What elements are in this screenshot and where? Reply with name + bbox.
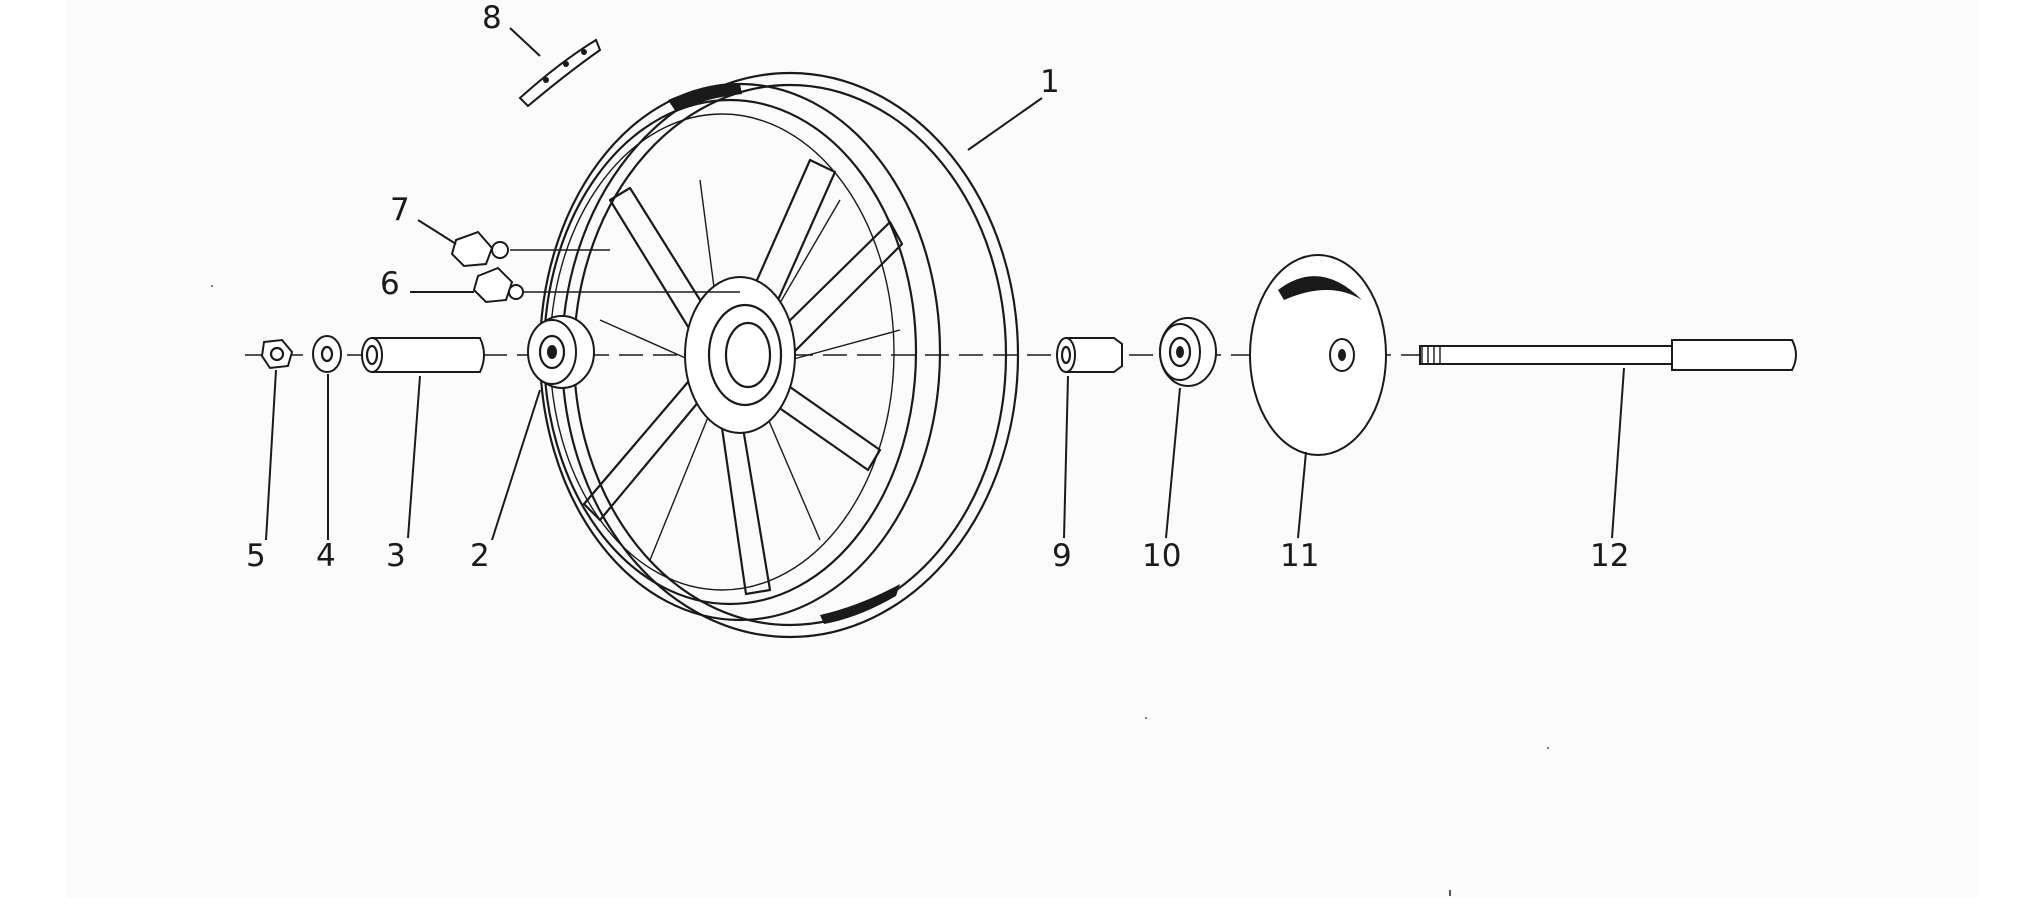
leader-11 <box>1297 451 1307 539</box>
callout-11: 11 <box>1280 538 1319 574</box>
part-3-spacer <box>361 337 485 373</box>
leader-7 <box>417 219 457 245</box>
callout-7: 7 <box>390 192 410 228</box>
left-margin <box>0 0 66 898</box>
part-6-valve <box>472 266 740 304</box>
leader-8 <box>509 27 541 57</box>
leader-5 <box>265 369 277 541</box>
part-4-washer <box>312 335 342 373</box>
scan-specks <box>211 285 1549 896</box>
part-8-balance-weight <box>518 38 602 108</box>
callout-9: 9 <box>1052 538 1072 574</box>
callout-1: 1 <box>1040 64 1060 100</box>
part-1-wheel-rim <box>538 71 1020 639</box>
part-9-flanged-spacer <box>1056 337 1123 373</box>
callout-8: 8 <box>482 0 502 36</box>
part-5-nut <box>260 338 294 370</box>
callout-labels: 1 2 3 4 5 6 7 8 9 10 11 12 <box>246 0 1629 574</box>
leader-2 <box>491 389 541 541</box>
callout-4: 4 <box>316 538 336 574</box>
callout-3: 3 <box>386 538 406 574</box>
leader-1 <box>967 97 1043 151</box>
part-10-bearing <box>1159 317 1217 387</box>
callout-10: 10 <box>1142 538 1181 574</box>
leader-9 <box>1063 375 1069 539</box>
leader-12 <box>1611 367 1625 539</box>
part-7-valve <box>450 230 610 268</box>
part-12-axle-shaft <box>1419 339 1797 371</box>
callout-12: 12 <box>1590 538 1629 574</box>
callout-2: 2 <box>470 538 490 574</box>
leader-10 <box>1165 387 1181 539</box>
leader-lines <box>265 27 1625 541</box>
drawing-sheet <box>66 0 1978 898</box>
leader-3 <box>407 375 421 539</box>
right-margin <box>1978 0 2044 898</box>
callout-5: 5 <box>246 538 266 574</box>
callout-6: 6 <box>380 266 400 302</box>
part-2-bearing <box>527 315 595 389</box>
part-11-dust-cover <box>1249 254 1387 456</box>
